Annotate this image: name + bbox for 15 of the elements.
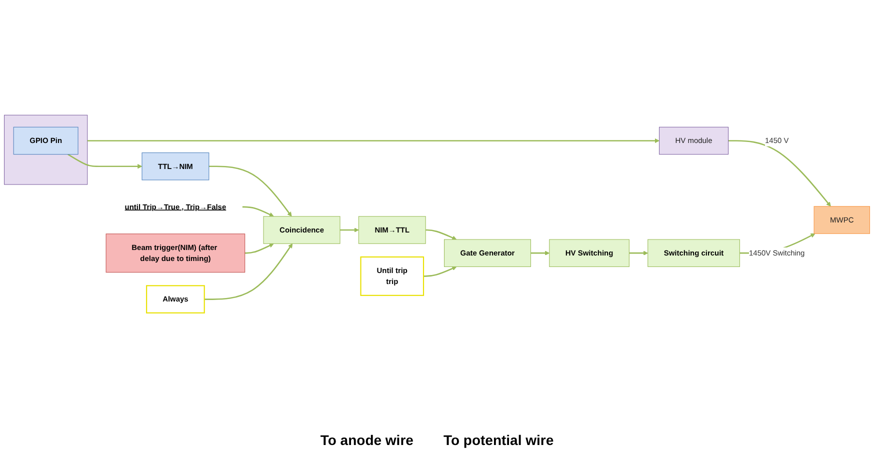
arrow — [87, 138, 660, 144]
arrow — [204, 243, 293, 300]
arrow — [728, 140, 831, 207]
arrow — [340, 228, 359, 232]
note-text: To anode wire — [320, 432, 414, 448]
arrow — [242, 206, 274, 217]
arrow — [244, 243, 274, 254]
arrow — [424, 266, 457, 277]
arrow — [629, 250, 648, 256]
note-text: To potential wire — [443, 432, 554, 448]
cluster — [4, 114, 88, 185]
arrow — [426, 229, 457, 240]
arrow — [68, 154, 142, 169]
arrow — [208, 166, 292, 217]
arrow — [530, 250, 550, 256]
